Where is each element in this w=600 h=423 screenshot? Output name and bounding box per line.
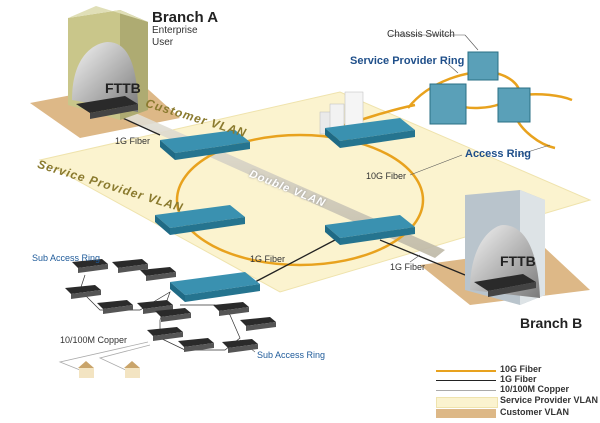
legend-swatch-customer-vlan bbox=[436, 409, 496, 418]
sub-ring-switch-front-1 bbox=[78, 264, 108, 273]
sub-ring-switch-front-10 bbox=[228, 344, 258, 353]
fiber-1g-mid bbox=[254, 239, 336, 283]
fiber-1g-label-mid: 1G Fiber bbox=[250, 254, 286, 264]
sub-ring-switch-12 bbox=[240, 317, 276, 326]
sub-ring-switch-11 bbox=[213, 302, 249, 311]
legend-label-customer-vlan: Customer VLAN bbox=[500, 407, 570, 417]
leader-chassis-2 bbox=[464, 34, 479, 51]
leader-access-ring bbox=[517, 144, 551, 156]
legend-label-copper: 10/100M Copper bbox=[500, 384, 570, 394]
access-ring-label: Access Ring bbox=[465, 148, 532, 160]
fttb-switch-b bbox=[474, 274, 536, 297]
sub-ring-switch-9 bbox=[178, 338, 214, 347]
sub-ring-switch-7 bbox=[155, 308, 191, 317]
access-switch-3 bbox=[155, 205, 245, 235]
access-switch-2 bbox=[325, 118, 415, 148]
legend-swatch-copper bbox=[436, 390, 496, 391]
branch-a-building bbox=[68, 6, 148, 120]
access-ring bbox=[175, 133, 425, 267]
sub-ring-switch-5 bbox=[97, 300, 133, 309]
legend-label-10g: 10G Fiber bbox=[500, 364, 542, 374]
leader-10g bbox=[409, 154, 463, 176]
sub-ring-switch-8 bbox=[147, 327, 183, 336]
chassis-switch-right bbox=[497, 87, 531, 123]
sub-ring-switch-10 bbox=[222, 339, 258, 348]
branch-a-title: Branch A bbox=[152, 9, 219, 26]
home-1 bbox=[78, 361, 94, 378]
chassis-switch-left bbox=[429, 83, 467, 125]
fiber-1g-label-a: 1G Fiber bbox=[115, 136, 151, 146]
sub-ring-switch-front-9 bbox=[184, 343, 214, 352]
access-switch-1 bbox=[160, 130, 250, 160]
city-buildings bbox=[319, 91, 364, 135]
branch-a-line1: Enterprise bbox=[152, 25, 198, 36]
legend-label-1g: 1G Fiber bbox=[500, 374, 537, 384]
sub-ring-switch-front-3 bbox=[146, 272, 176, 281]
sub-ring-switch-front-8 bbox=[153, 332, 183, 341]
legend-swatch-1g bbox=[436, 380, 496, 381]
fiber-10g-label: 10G Fiber bbox=[366, 171, 407, 181]
legend-swatch-sp-vlan bbox=[436, 397, 498, 408]
copper-line-1 bbox=[58, 341, 149, 373]
fiber-1g-branch-b bbox=[379, 239, 466, 276]
chassis-switch-top bbox=[467, 51, 499, 81]
branch-a-fttb: FTTB bbox=[105, 80, 141, 96]
sub-ring-switch-front-5 bbox=[103, 305, 133, 314]
fttb-switch-a bbox=[76, 96, 138, 119]
branch-a-line2: User bbox=[152, 37, 174, 48]
sub-ring-switch-front-12 bbox=[246, 322, 276, 331]
sub-access-ring-label-2: Sub Access Ring bbox=[257, 350, 326, 360]
sub-ring-switch-3 bbox=[140, 267, 176, 276]
branch-b-fttb: FTTB bbox=[500, 253, 536, 269]
sub-ring-switch-6 bbox=[137, 300, 173, 309]
sub-ring-switch-2 bbox=[112, 259, 148, 268]
leader-sp-ring bbox=[447, 63, 459, 74]
sub-ring-switch-front-4 bbox=[71, 290, 101, 299]
leader-1g-b bbox=[409, 254, 421, 263]
sub-ring-switch-front-6 bbox=[143, 305, 173, 314]
sub-ring-switches bbox=[65, 259, 276, 353]
access-switch-5 bbox=[170, 272, 260, 302]
home-2 bbox=[124, 361, 140, 378]
sub-ring-switch-4 bbox=[65, 285, 101, 294]
legend-swatch-10g bbox=[436, 370, 496, 372]
sub-ring-switch-front-11 bbox=[219, 307, 249, 316]
copper-line-2 bbox=[98, 344, 151, 373]
copper-label: 10/100M Copper bbox=[60, 335, 128, 345]
fiber-1g-label-b: 1G Fiber bbox=[390, 262, 426, 272]
access-switch-4 bbox=[325, 215, 415, 245]
legend-label-sp-vlan: Service Provider VLAN bbox=[500, 395, 599, 405]
sub-ring-switch-front-7 bbox=[161, 313, 191, 322]
chassis-switch-label: Chassis Switch bbox=[387, 29, 455, 40]
sub-ring-switch-front-2 bbox=[118, 264, 148, 273]
sub-access-ring-label-1: Sub Access Ring bbox=[32, 253, 101, 263]
service-provider-ring-label: Service Provider Ring bbox=[350, 55, 465, 67]
branch-b-title: Branch B bbox=[520, 315, 583, 331]
sub-ring-switch-1 bbox=[72, 259, 108, 268]
